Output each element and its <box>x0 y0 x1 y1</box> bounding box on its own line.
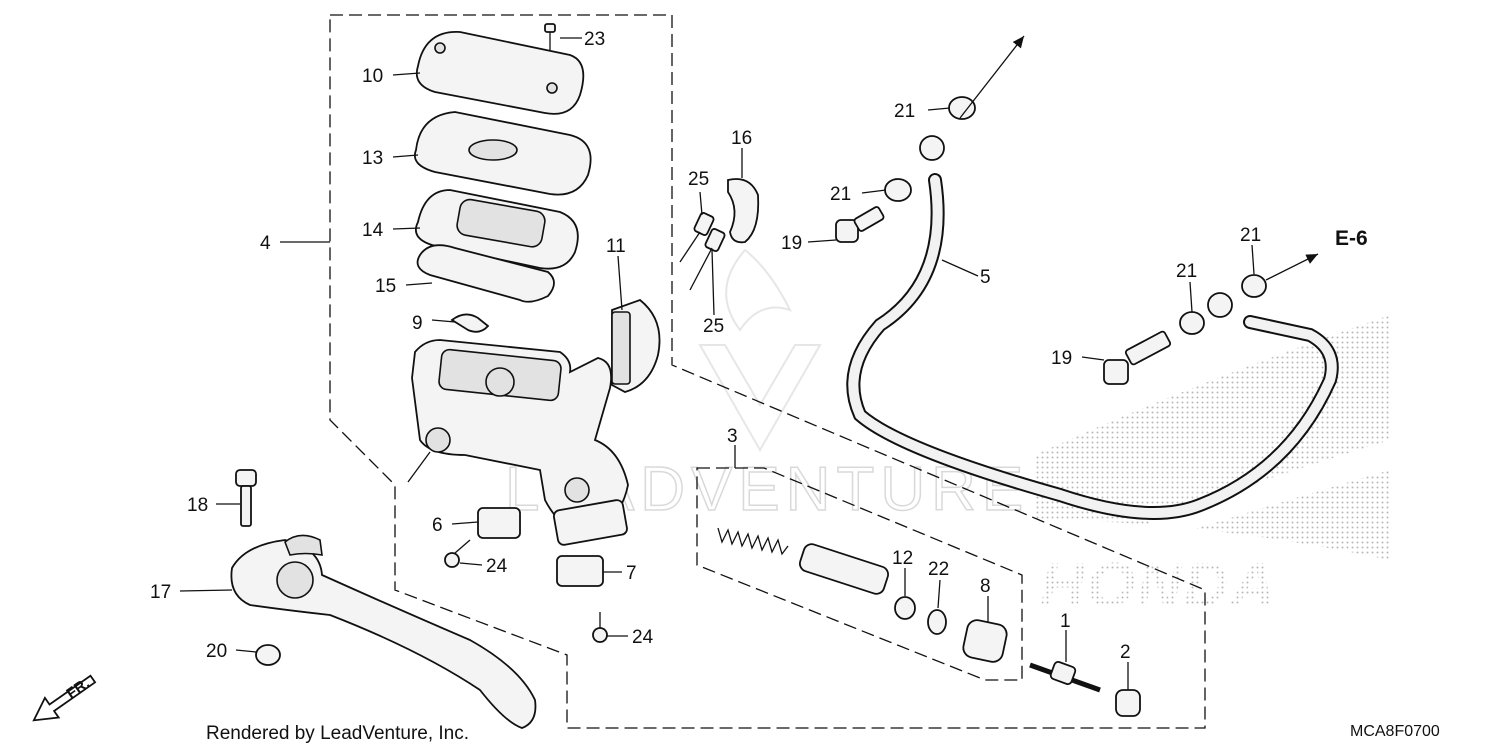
diaphragm-plate-13 <box>414 111 592 196</box>
bolt-25-upper <box>679 212 715 263</box>
callout-14: 14 <box>362 220 384 241</box>
banjo-bolt-19-lower <box>1103 330 1172 385</box>
ring-15 <box>416 244 555 303</box>
callout-15: 15 <box>375 276 396 297</box>
callout-19-upper: 19 <box>781 233 802 254</box>
callout-25-b: 25 <box>703 316 724 337</box>
callout-17: 17 <box>150 582 171 603</box>
callout-25-a: 25 <box>688 169 709 190</box>
assembly-outline-4 <box>329 14 1206 729</box>
bolt-25-lower <box>689 228 726 291</box>
boot-8 <box>962 619 1008 663</box>
switch-6 <box>477 507 521 539</box>
circlip-22 <box>927 609 947 635</box>
outgoing-arrow-up <box>959 35 1025 119</box>
callout-24-b: 24 <box>632 627 654 648</box>
washer-21-c <box>1179 311 1205 335</box>
piston-3 <box>799 543 889 595</box>
master-cylinder-body <box>411 339 629 546</box>
clip-9 <box>450 313 490 333</box>
callout-21-c: 21 <box>1176 261 1197 282</box>
reservoir-cap-10 <box>415 31 585 115</box>
leader-body <box>407 451 431 483</box>
callout-10: 10 <box>362 66 383 87</box>
honda-brand-watermark: HONDA <box>1040 551 1277 620</box>
callout-18: 18 <box>187 495 208 516</box>
brake-hose-5 <box>846 135 1339 520</box>
holder-11 <box>611 298 661 393</box>
banjo-bolt-19-upper <box>835 206 885 243</box>
washer-21-d <box>1241 274 1267 298</box>
cap-2 <box>1115 689 1141 717</box>
callout-19-lower: 19 <box>1051 348 1072 369</box>
switch-7 <box>556 555 604 587</box>
callout-16: 16 <box>731 128 752 149</box>
callout-22: 22 <box>928 559 949 580</box>
clamp-16 <box>727 178 760 244</box>
screw-24-left <box>444 539 471 568</box>
callout-24-a: 24 <box>486 556 508 577</box>
callout-23: 23 <box>584 29 605 50</box>
callout-5: 5 <box>980 267 991 288</box>
screw-23 <box>544 23 556 52</box>
diagram-code: MCA8F0700 <box>1350 723 1440 740</box>
callout-21-d: 21 <box>1240 225 1261 246</box>
callout-9: 9 <box>412 313 423 334</box>
screw-24-lower <box>592 612 608 643</box>
pivot-bolt-18 <box>235 469 257 527</box>
callout-21-a: 21 <box>894 101 915 122</box>
leader-lines <box>179 37 1255 690</box>
reference-label-e6: E-6 <box>1335 227 1368 250</box>
callout-11: 11 <box>606 236 626 257</box>
callout-2: 2 <box>1120 642 1131 663</box>
brake-lever-17 <box>230 534 537 729</box>
callout-8: 8 <box>980 576 991 597</box>
push-rod-1 <box>1029 661 1101 693</box>
leadventure-logo-watermark <box>698 248 822 453</box>
spring-3 <box>717 527 789 556</box>
washer-12 <box>894 596 916 620</box>
callout-12: 12 <box>892 548 913 569</box>
callout-1: 1 <box>1060 611 1071 632</box>
callout-13: 13 <box>362 148 383 169</box>
washer-21-b <box>884 178 912 202</box>
outgoing-arrow-e6 <box>1265 253 1319 281</box>
callout-7: 7 <box>626 563 637 584</box>
cap-20 <box>255 644 281 666</box>
honda-wing-watermark <box>1035 315 1390 560</box>
callout-4: 4 <box>260 233 271 254</box>
front-direction-indicator <box>32 674 97 722</box>
callout-21-b: 21 <box>830 184 851 205</box>
callout-20: 20 <box>206 641 227 662</box>
assembly-outline-3 <box>696 467 1023 681</box>
render-credit: Rendered by LeadVenture, Inc. <box>206 723 469 744</box>
callout-6: 6 <box>432 515 443 536</box>
callout-3: 3 <box>727 426 738 447</box>
